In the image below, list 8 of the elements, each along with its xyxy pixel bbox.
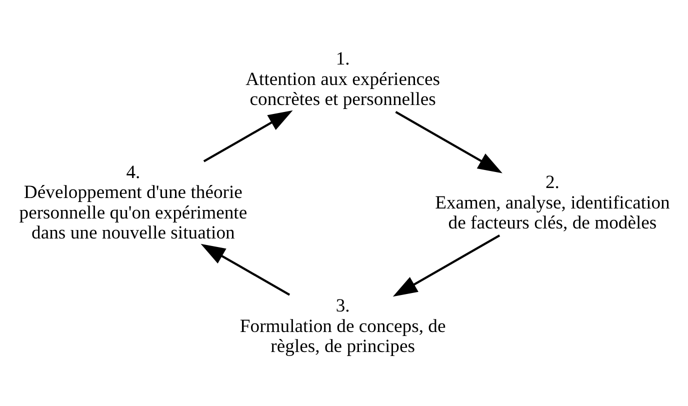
arrow [203,110,293,162]
node-text: 4. Développement d'une théorie personnelle qu'on expérimente dans une nouvelle situation [19,162,248,244]
node-text: 3. Formulation de conceps, de règles, de principes [240,295,446,356]
arrow [395,110,502,173]
arrow [200,243,290,296]
node-text: 1. Attention aux expériences concrètes et personnelles [246,48,440,110]
arrow [392,234,500,296]
node-text: 2. Examen, analyse, identification de facteurs clés, de modèles [435,172,670,233]
